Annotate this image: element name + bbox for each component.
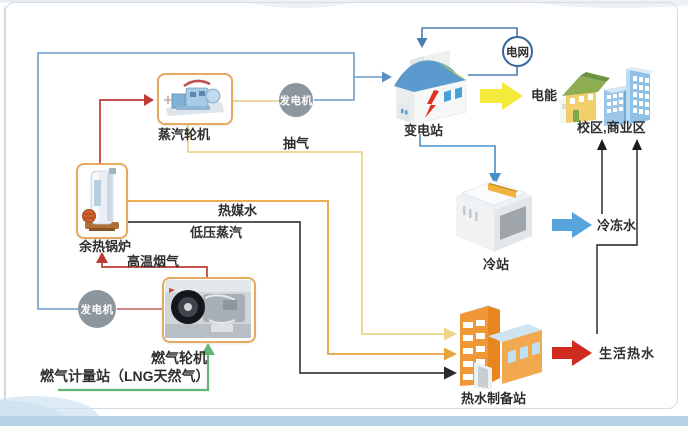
bottom-band (0, 416, 688, 426)
chilled-water-label: 冷冻水 (597, 218, 637, 233)
bg-cloud (520, 0, 688, 8)
lng-gas-line (58, 355, 210, 392)
low-pressure-steam-label: 低压蒸汽 (190, 225, 243, 240)
arrowhead-extraction (444, 327, 457, 341)
arrowhead-to-steam-turbine (144, 94, 154, 106)
electricity-line-generators (37, 52, 355, 310)
domestic-hot-water-arrow (552, 340, 592, 366)
waste-heat-boiler-box (76, 163, 128, 239)
arrowhead-grid-to-substation (416, 38, 428, 48)
generator-bottom-label: 发电机 (80, 303, 114, 316)
extraction-steam-label: 抽气 (283, 136, 310, 151)
arrowhead-campus-right (632, 139, 642, 150)
arrowhead-flue-gas (96, 252, 108, 263)
substation-icon (394, 50, 467, 125)
electricity-line-to-cooling (419, 134, 496, 173)
slide-frame (5, 2, 678, 409)
grid-circle: 电网 (502, 36, 533, 67)
generator-top-label: 发电机 (279, 94, 313, 107)
domestic-hot-water-label: 生活热水 (599, 346, 656, 361)
heat-medium-water-line (127, 200, 444, 355)
grid-loop-lower (468, 65, 518, 76)
arrowhead-campus-left (597, 139, 607, 150)
steam-turbine-label: 蒸汽轮机 (158, 127, 211, 142)
generator-top-circle: 发电机 (279, 83, 313, 117)
steam-line-boiler-to-turbine (99, 99, 144, 164)
steam-turbine-photo (164, 79, 224, 116)
steam-turbine-box (157, 73, 233, 125)
cooling-station-icon (456, 180, 532, 252)
flue-gas-line (101, 263, 208, 279)
campus-label: 校区,商业区 (577, 120, 646, 135)
gas-metering-label: 燃气计量站（LNG天然气） (40, 368, 210, 384)
hot-water-station-label: 热水制备站 (461, 391, 527, 406)
arrowhead-low-pressure (444, 366, 457, 380)
campus-buildings-icon (560, 67, 654, 126)
extraction-steam-line (187, 124, 444, 335)
arrowhead-to-cooling-station (489, 173, 501, 185)
low-pressure-steam-line (127, 221, 444, 374)
high-temp-flue-gas-label: 高温烟气 (127, 254, 180, 269)
chilled-water-arrow (552, 212, 592, 238)
bg-cloud (243, 0, 357, 8)
waste-heat-boiler-label: 余热锅炉 (79, 239, 132, 254)
substation-label: 变电站 (404, 123, 444, 138)
hot-water-to-campus-line (596, 149, 638, 334)
hot-water-station-icon (460, 305, 542, 390)
generator-bottom-circle: 发电机 (78, 290, 116, 328)
electric-energy-label: 电能 (531, 88, 558, 103)
electric-energy-arrow (480, 82, 523, 110)
gas-turbine-box (162, 277, 256, 343)
arrowhead-lng (201, 343, 215, 355)
heat-medium-water-label: 热媒水 (218, 203, 258, 218)
arrowhead-heat-medium (444, 347, 457, 361)
gas-turbine-label: 燃气轮机 (151, 350, 207, 366)
grid-label: 电网 (506, 46, 529, 59)
arrowhead-to-substation (382, 71, 392, 83)
cooling-station-label: 冷站 (483, 257, 510, 272)
gas-turbine-photo (165, 280, 251, 338)
waste-heat-boiler-photo (82, 168, 119, 231)
grid-loop-upper (421, 27, 518, 38)
